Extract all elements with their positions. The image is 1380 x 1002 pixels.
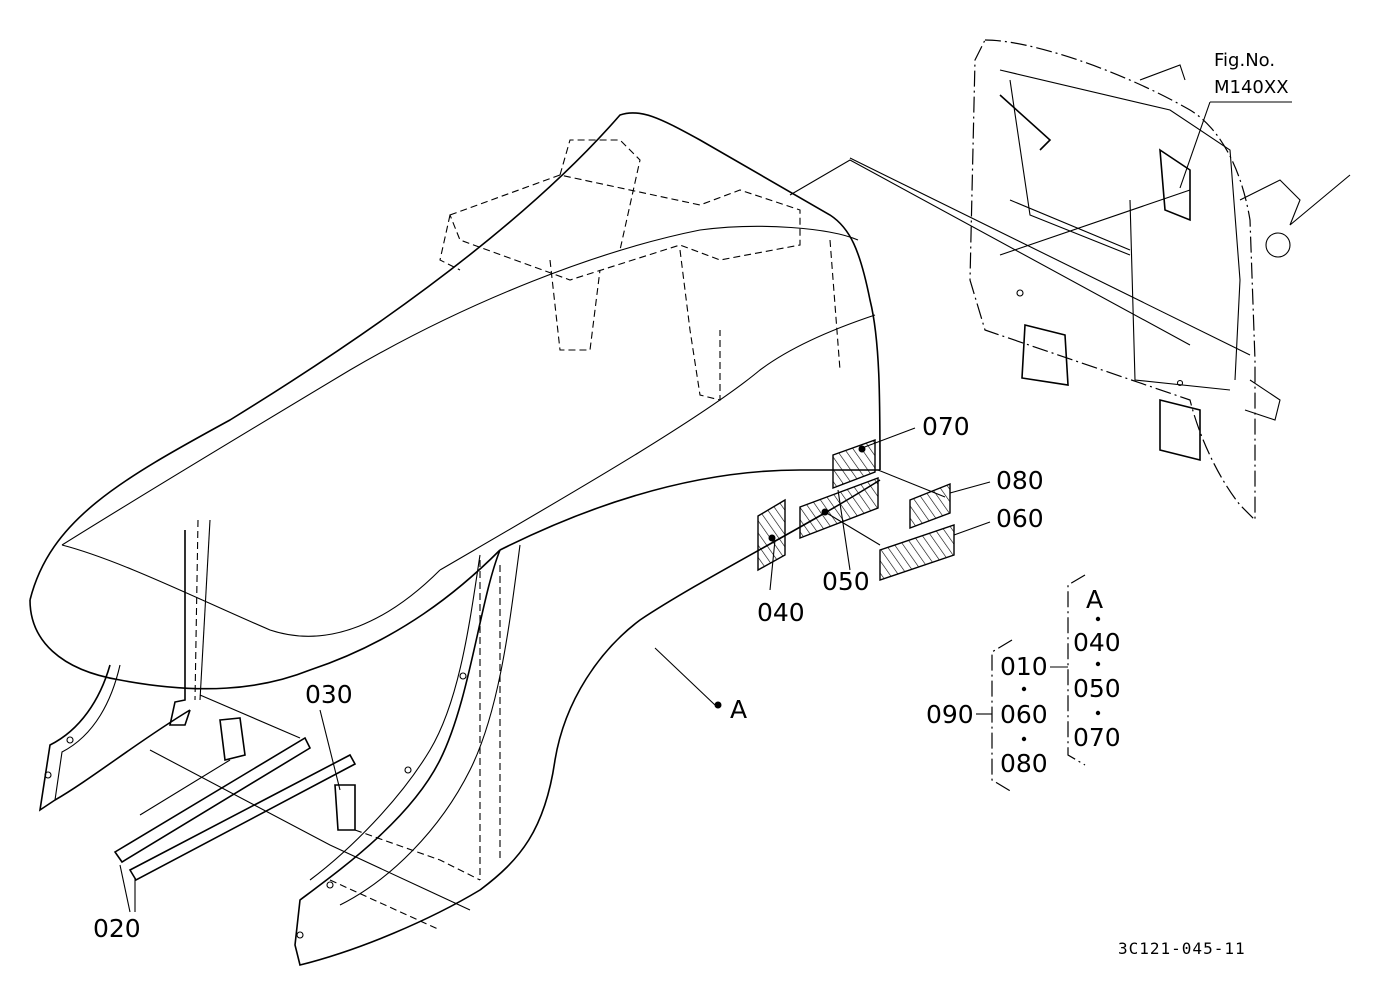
callout-060: 060 [996,504,1044,533]
tree-left-080: 080 [1000,749,1048,778]
decal-060 [879,524,955,581]
decals [714,439,955,709]
assembly-tree [976,574,1101,793]
callout-080: 080 [996,466,1044,495]
drawing-code: 3C121-045-11 [1118,939,1246,958]
left-side-bracket [38,664,191,812]
seal-strips [113,694,471,911]
rear-frame [969,39,1351,522]
callout-050: 050 [822,567,870,596]
fig-ref-number: M140XX [1214,77,1289,98]
tree-right-050: 050 [1073,674,1121,703]
side-cover [294,479,881,966]
callout-030: 030 [305,680,353,709]
tree-right-070: 070 [1073,723,1121,752]
tree-right-040: 040 [1073,628,1121,657]
leader-lines [119,101,1292,913]
callout-020: 020 [93,914,141,943]
hood-panel [29,112,1191,726]
decal-080 [909,482,951,530]
callout-040: 040 [757,598,805,627]
callout-ref-a: A [730,695,747,724]
fig-ref-label: Fig.No. [1214,50,1275,71]
tree-root-090: 090 [926,700,974,729]
decal-070 [832,439,876,490]
decal-050 [799,476,879,540]
tree-left-060: 060 [1000,700,1048,729]
tree-left-010: 010 [1000,652,1048,681]
callout-070: 070 [922,412,970,441]
tree-right-a: A [1086,585,1103,614]
